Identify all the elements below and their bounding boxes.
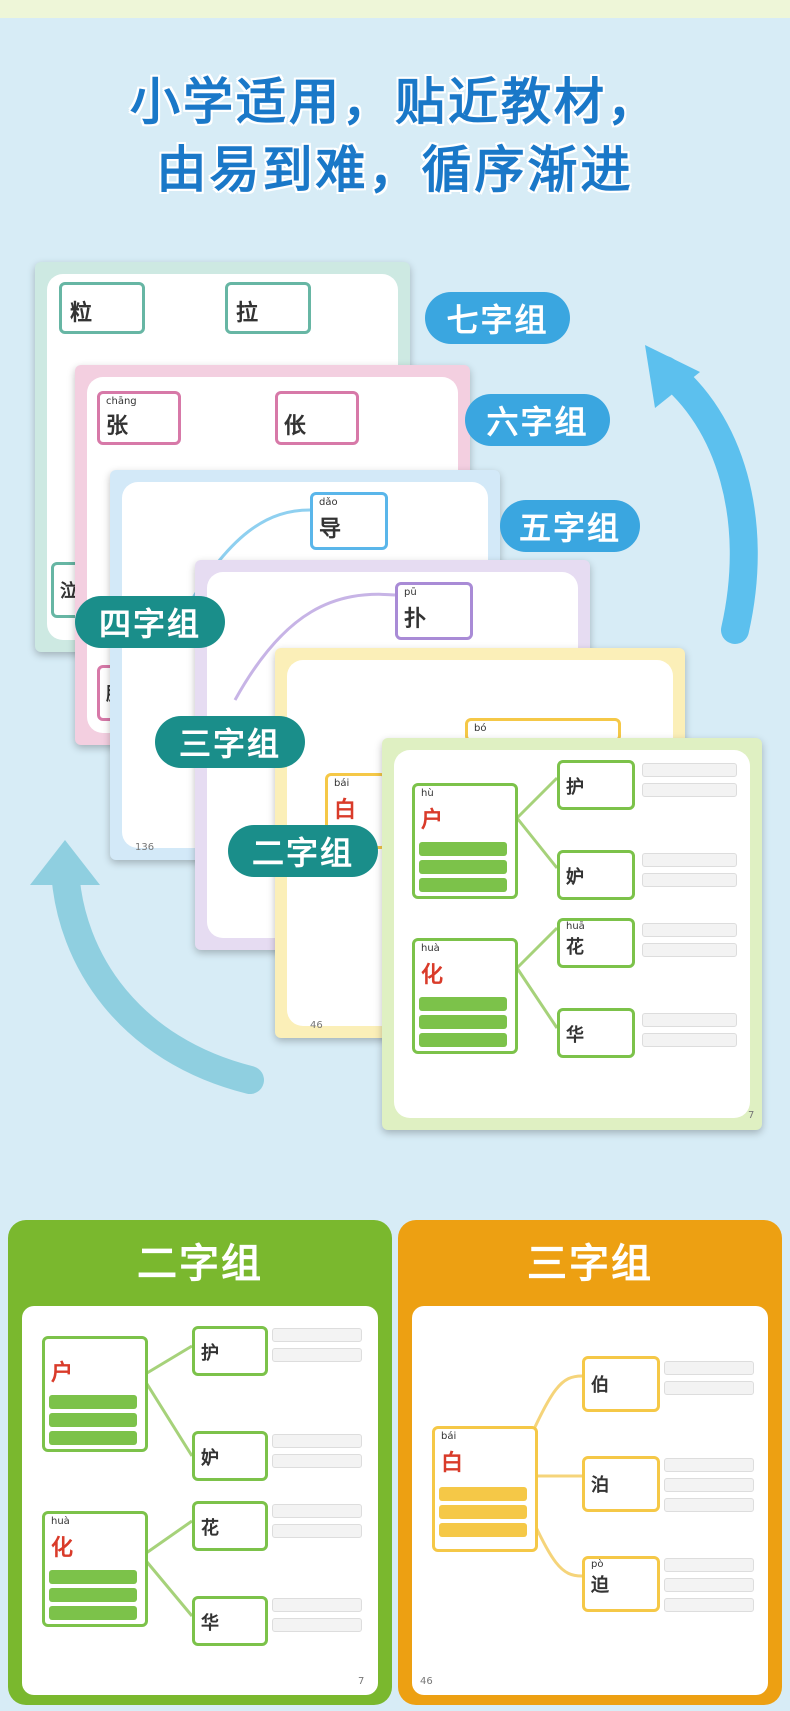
char-pinyin: bái: [441, 1431, 457, 1442]
char-card-char: 华: [201, 1613, 219, 1634]
char-card-char: 伯: [591, 1375, 609, 1396]
panel-title: 三字组: [527, 1241, 653, 1287]
page-number: 7: [748, 1110, 755, 1121]
char-card-char: 化: [51, 1536, 74, 1561]
char-card-char: 扑: [404, 607, 427, 632]
char-card-char: 张: [106, 414, 129, 439]
char-card-char: 户: [51, 1361, 74, 1386]
panel-three-char: 三字组 bái 白 伯 泊 pò 迫 46: [398, 1220, 782, 1705]
char-card-char: 妒: [566, 867, 584, 888]
char-pinyin: chāng: [106, 396, 137, 407]
char-card-char: 花: [201, 1518, 219, 1539]
right-arrow-curve: [651, 356, 758, 644]
left-arrow-curve: [51, 856, 264, 1094]
page-number: 136: [135, 842, 155, 853]
char-card-char: 伥: [284, 414, 307, 439]
level-pill-six: 六字组: [465, 394, 610, 446]
left-arrow-head: [30, 840, 100, 885]
char-card-char: 护: [566, 777, 584, 798]
char-card-char: 白: [441, 1451, 464, 1476]
top-band: [0, 0, 790, 18]
char-card-char: 妒: [201, 1448, 219, 1469]
char-pinyin: bó: [474, 723, 487, 734]
headline-line-1: 小学适用，贴近教材，: [130, 73, 660, 131]
char-pinyin: pò: [591, 1559, 604, 1570]
headline-line-2: 由易到难，循序渐进: [156, 141, 634, 199]
mindmap-lines: [140, 1344, 194, 1617]
char-pinyin: hù: [421, 788, 434, 799]
char-pinyin: dǎo: [319, 497, 338, 508]
char-card-char: 护: [201, 1343, 219, 1364]
panel-title: 二字组: [137, 1241, 263, 1287]
mindmap-lines: [233, 592, 396, 701]
char-card-char: 户: [421, 808, 444, 833]
char-pinyin: pū: [404, 587, 417, 598]
char-card-char: 导: [319, 517, 342, 542]
char-card-char: 拉: [236, 301, 259, 326]
level-pill-five: 五字组: [500, 500, 640, 552]
cycle-arrows: [30, 345, 758, 1094]
char-card-char: 粒: [70, 301, 93, 326]
char-card-char: 白: [334, 798, 357, 823]
level-pill-two: 二字组: [228, 825, 378, 877]
level-pill-four: 四字组: [75, 596, 225, 648]
right-arrow-head: [645, 345, 700, 408]
mindmap-lines: [515, 776, 559, 1029]
char-pinyin: bái: [334, 778, 350, 789]
page-number: 46: [310, 1020, 323, 1031]
char-card-char: 泣: [60, 581, 78, 602]
level-pill-seven: 七字组: [425, 292, 570, 344]
page-number: 7: [358, 1676, 365, 1687]
panel-page-preview: 户 护 妒 huà 化 花 华 7: [22, 1306, 378, 1695]
char-pinyin: huā: [566, 921, 585, 932]
level-pill-three: 三字组: [155, 716, 305, 768]
char-pinyin: huà: [421, 943, 440, 954]
char-card-char: 化: [421, 963, 444, 988]
char-card-char: 华: [566, 1025, 584, 1046]
panel-two-char: 二字组 户 护 妒 huà 化 花 华 7: [8, 1220, 392, 1705]
page-number: 46: [420, 1676, 433, 1687]
page-two-char: hù 户 护 妒 huà 化 huā 花 华 7: [382, 738, 762, 1130]
char-card-char: 迫: [591, 1575, 609, 1596]
char-card-char: 泊: [591, 1475, 609, 1496]
char-pinyin: huà: [51, 1516, 70, 1527]
panel-page-preview: bái 白 伯 泊 pò 迫 46: [412, 1306, 768, 1695]
char-card-char: 花: [566, 937, 584, 958]
